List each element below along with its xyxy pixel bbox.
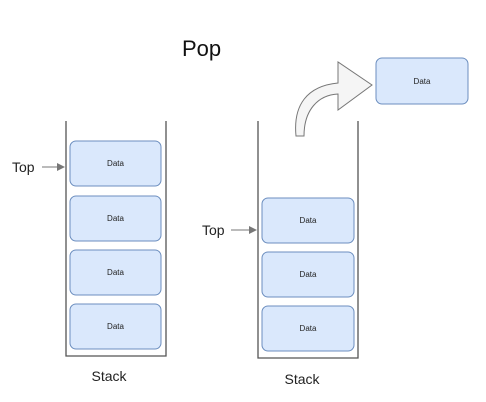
stack-right-container: [257, 121, 359, 359]
stack-left-item-1: [69, 140, 162, 187]
pop-arrow: [295, 61, 373, 137]
stack-right-item-3-label: Data: [300, 324, 317, 333]
stack-left-item-4: [69, 303, 162, 350]
stack-left-item-1-label: Data: [107, 159, 124, 168]
popped-item: [375, 57, 469, 105]
popped-item-label: Data: [414, 77, 431, 86]
stack-right-item-2: [261, 251, 355, 298]
stack-left-item-4-label: Data: [107, 322, 124, 331]
stack-left: Data Data Data Data Top Stack: [12, 121, 167, 384]
stack-right-label: Stack: [284, 371, 320, 387]
stack-right-item-3: [261, 305, 355, 352]
stack-left-item-2-label: Data: [107, 214, 124, 223]
stack-right: Data Data Data Top Stack: [202, 121, 359, 387]
stack-left-label: Stack: [91, 368, 127, 384]
stack-left-item-2: [69, 195, 162, 242]
diagram-title: Pop: [182, 36, 221, 61]
stack-left-item-3-label: Data: [107, 268, 124, 277]
stack-right-item-1: [261, 197, 355, 244]
stack-right-item-2-label: Data: [300, 270, 317, 279]
stack-left-item-3: [69, 249, 162, 296]
stack-right-top-label: Top: [202, 222, 225, 238]
stack-left-top-label: Top: [12, 159, 35, 175]
stack-right-item-1-label: Data: [300, 216, 317, 225]
stack-left-container: [65, 121, 167, 357]
